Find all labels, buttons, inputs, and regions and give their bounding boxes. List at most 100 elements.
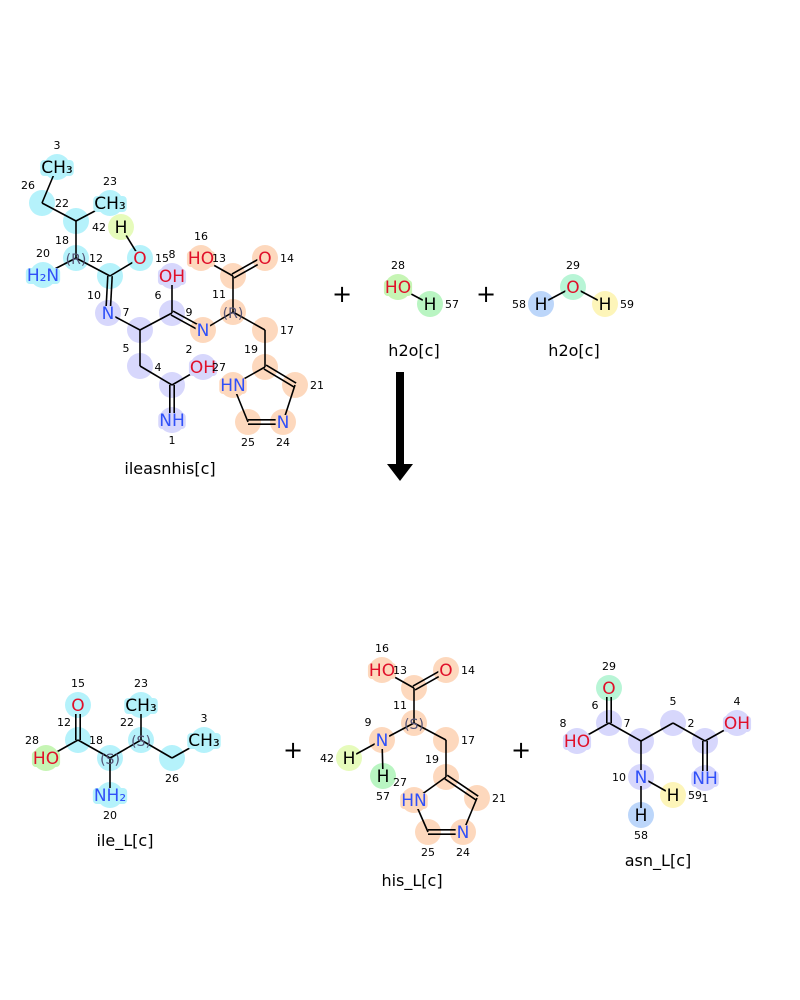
atom-map-number: 14 [461, 664, 475, 677]
atom-map-number: 29 [566, 259, 580, 272]
atom-map-number: 15 [155, 252, 169, 265]
atom-label: O [71, 696, 84, 716]
atom-label: OH [724, 714, 750, 734]
atom-map-number: 20 [103, 809, 117, 822]
atom-map-number: 16 [194, 230, 208, 243]
atom-map-number: 10 [87, 289, 101, 302]
atom-label: CH₃ [94, 194, 125, 214]
atom-map-number: 15 [71, 677, 85, 690]
atom-map-number: 42 [92, 221, 106, 234]
atom-map-number: 11 [212, 288, 226, 301]
atom-label: (S) [404, 717, 424, 733]
atom-map-number: 21 [492, 792, 506, 805]
atom-label: HO [33, 749, 59, 769]
atom-map-number: 1 [169, 434, 176, 447]
atom-map-number: 59 [688, 789, 702, 802]
atom-label: N [635, 768, 648, 788]
atom-map-number: 12 [89, 252, 103, 265]
atom-label: HN [401, 791, 427, 811]
bond [109, 739, 142, 759]
atom-map-number: 57 [376, 790, 390, 803]
atom-label: H [115, 218, 128, 238]
atom-map-number: 21 [310, 379, 324, 392]
molecule-name-h2o: h2o[c] [548, 341, 599, 360]
atom-label: HO [385, 278, 411, 298]
atom-map-number: 6 [155, 289, 162, 302]
atom-label: N [102, 304, 115, 324]
atom-label: NH [159, 411, 185, 431]
atom-label: O [258, 249, 271, 269]
bond [608, 722, 642, 742]
atom-map-number: 5 [670, 695, 677, 708]
atom-label: CH₃ [125, 696, 156, 716]
atom-label: H [635, 806, 648, 826]
atom-map-number: 3 [54, 139, 61, 152]
atom-map-number: 4 [155, 361, 162, 374]
plus-sign: + [511, 736, 531, 764]
atom-map-number: 8 [560, 717, 567, 730]
atom-map-number: 28 [391, 259, 405, 272]
atom-map-number: 9 [365, 716, 372, 729]
atom-map-number: 25 [421, 846, 435, 859]
atom-map-number: 19 [244, 343, 258, 356]
atom-label: OH [190, 358, 216, 378]
atom-label: HO [564, 732, 590, 752]
atom-map-number: 58 [512, 298, 526, 311]
atom-label: O [566, 278, 579, 298]
atom-label: NH₂ [94, 786, 126, 806]
atom-map-number: 27 [393, 776, 407, 789]
atom-map-number: 12 [57, 716, 71, 729]
atom-map-number: 2 [688, 717, 695, 730]
bond [413, 722, 447, 741]
atom-map-number: 3 [201, 712, 208, 725]
molecule-name-ile-l: ile_L[c] [97, 831, 154, 851]
atom-map-number: 1 [702, 792, 709, 805]
atom-map-number: 11 [393, 699, 407, 712]
atom-label: OH [159, 267, 185, 287]
atom-label: (R) [223, 306, 244, 322]
atom-map-number: 5 [123, 342, 130, 355]
bond [140, 739, 173, 759]
atom-map-number: 42 [320, 752, 334, 765]
atom-map-number: 29 [602, 660, 616, 673]
atom-label: CH₃ [188, 731, 219, 751]
atom-label: H [424, 295, 437, 315]
atom-map-number: 2 [186, 343, 193, 356]
atom-map-number: 17 [461, 734, 475, 747]
atom-map-number: 57 [445, 298, 459, 311]
atom-map-number: 20 [36, 247, 50, 260]
molecule-h2o_1: HO 28H 57 [383, 259, 459, 315]
molecule-name-asn-l: asn_L[c] [625, 851, 691, 871]
atom-label: H [535, 295, 548, 315]
atom-map-number: 17 [280, 324, 294, 337]
bond [640, 722, 674, 742]
bond [265, 364, 297, 384]
plus-sign: + [283, 736, 303, 764]
bond [77, 739, 111, 759]
atom-map-number: 13 [212, 252, 226, 265]
atom-label: H [377, 767, 390, 787]
atom-map-number: 16 [375, 642, 389, 655]
atom-label: O [439, 661, 452, 681]
atom-label: (S) [100, 752, 120, 768]
atom-map-number: 10 [612, 771, 626, 784]
atom-map-number: 14 [280, 252, 294, 265]
atom-label: (R) [66, 252, 87, 268]
plus-sign: + [476, 280, 496, 308]
atom-label: N [277, 413, 290, 433]
atom-map-number: 22 [120, 716, 134, 729]
atom-map-number: 23 [134, 677, 148, 690]
atom-map-number: 24 [276, 436, 290, 449]
atom-map-number: 28 [25, 734, 39, 747]
atom-map-number: 25 [241, 436, 255, 449]
atom-map-number: 27 [212, 361, 226, 374]
atom-map-number: 7 [624, 717, 631, 730]
atom-map-number: 22 [55, 197, 69, 210]
atom-map-number: 4 [734, 695, 741, 708]
atom-label: O [133, 249, 146, 269]
